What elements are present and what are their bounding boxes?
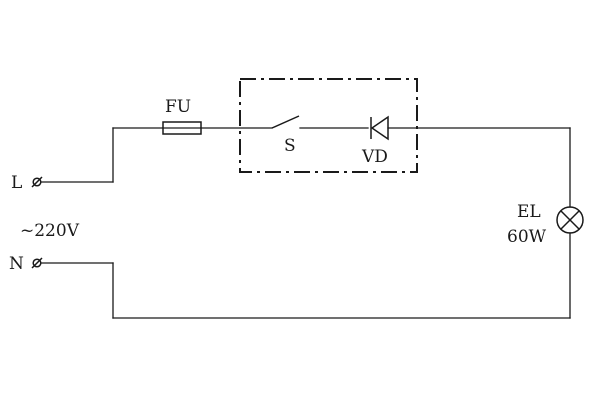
terminal-n-slash <box>31 257 43 269</box>
terminal-n-circle <box>32 258 42 268</box>
diode-label: VD <box>361 147 388 167</box>
enclosure-box <box>239 78 418 173</box>
supply-voltage-label: ~220V <box>20 221 80 241</box>
terminal-n <box>31 257 43 269</box>
diode-triangle <box>370 115 389 141</box>
switch-label: S <box>284 136 296 156</box>
lamp-name-label: EL <box>517 202 541 222</box>
terminal-l-slash <box>31 176 43 188</box>
lamp-symbol <box>556 206 584 234</box>
terminal-l <box>31 176 43 188</box>
fuse-label: FU <box>165 97 191 117</box>
fuse-symbol <box>162 121 202 135</box>
terminal-l-circle <box>32 177 42 187</box>
lamp-cross-b <box>560 210 580 230</box>
switch-symbol <box>271 115 300 129</box>
lamp-circle <box>556 206 584 234</box>
line-terminal-label: L <box>11 173 22 193</box>
lamp-power-label: 60W <box>507 227 547 247</box>
wires <box>40 127 571 319</box>
switch-blade <box>271 115 300 129</box>
neutral-terminal-label: N <box>9 254 24 274</box>
diode-symbol <box>370 115 389 141</box>
labels: FU S VD L N ~220V EL 60W <box>9 97 547 274</box>
